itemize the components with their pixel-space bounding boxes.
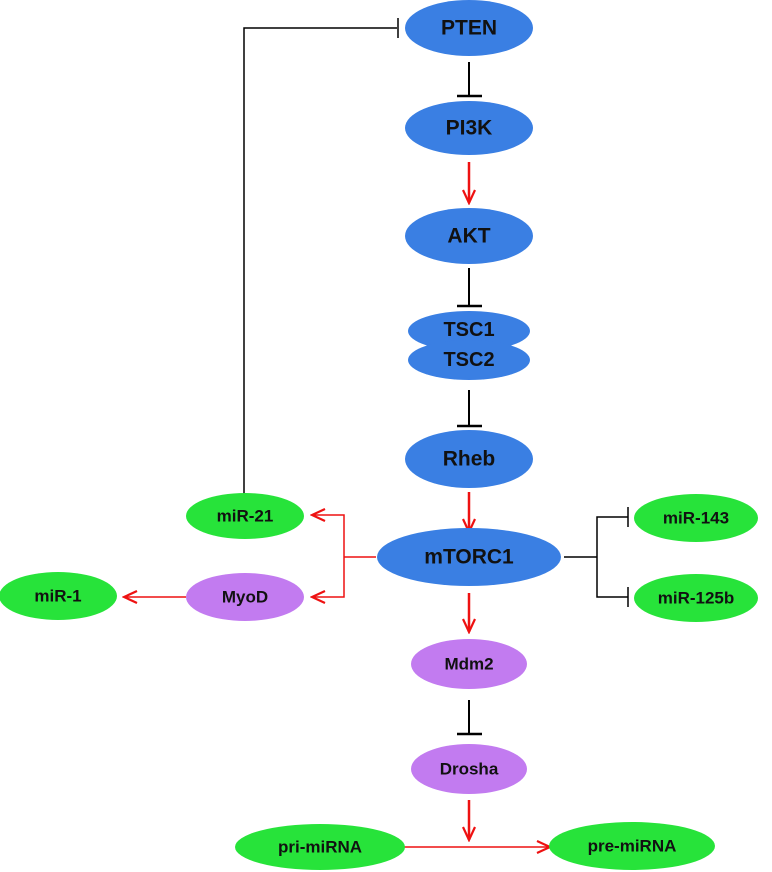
node-pri-mirna-label: pri-miRNA (278, 838, 362, 857)
node-mir143-label: miR-143 (663, 509, 729, 528)
node-pten: PTEN (405, 0, 533, 56)
node-rheb: Rheb (405, 430, 533, 488)
node-pten-label: PTEN (441, 17, 497, 40)
edge-mtorc1-activates-myod (312, 557, 345, 597)
node-tsc1 (408, 311, 530, 351)
node-mdm2: Mdm2 (411, 639, 527, 689)
node-pre-mirna-label: pre-miRNA (588, 837, 677, 856)
node-mir1-label: miR-1 (34, 587, 81, 606)
node-rheb-label: Rheb (443, 448, 496, 471)
node-akt: AKT (405, 208, 533, 264)
node-pre-mirna: pre-miRNA (549, 822, 715, 870)
node-tsc2 (408, 340, 530, 380)
node-mir1: miR-1 (0, 572, 117, 620)
node-myod: MyoD (186, 573, 304, 621)
node-pi3k: PI3K (405, 101, 533, 155)
node-mdm2-label: Mdm2 (444, 655, 493, 674)
node-drosha-label: Drosha (440, 760, 499, 779)
node-drosha: Drosha (411, 744, 527, 794)
node-tsc2-label: TSC2 (443, 349, 494, 371)
node-tsc-complex: TSC1 TSC2 (408, 311, 530, 380)
node-pi3k-label: PI3K (446, 117, 493, 140)
node-mtorc1-label: mTORC1 (424, 546, 514, 569)
node-akt-label: AKT (447, 225, 490, 248)
node-mir125b: miR-125b (634, 574, 758, 622)
activation-edges (124, 162, 550, 847)
node-mir21: miR-21 (186, 493, 304, 539)
node-mir125b-label: miR-125b (658, 589, 735, 608)
node-mir143: miR-143 (634, 494, 758, 542)
node-myod-label: MyoD (222, 588, 268, 607)
edge-mtorc1-inhibits-mir143 (596, 516, 628, 598)
edge-mir21-inhibits-pten (243, 27, 397, 496)
node-mir21-label: miR-21 (217, 507, 274, 526)
node-mtorc1: mTORC1 (377, 528, 561, 586)
edge-mtorc1-activates-mir21 (312, 515, 345, 557)
node-pri-mirna: pri-miRNA (235, 824, 405, 870)
nodes: PTEN PI3K AKT TSC1 TSC2 Rheb mTORC1 miR-… (0, 0, 758, 870)
inhibition-edges (243, 18, 629, 736)
node-tsc1-label: TSC1 (443, 319, 494, 341)
